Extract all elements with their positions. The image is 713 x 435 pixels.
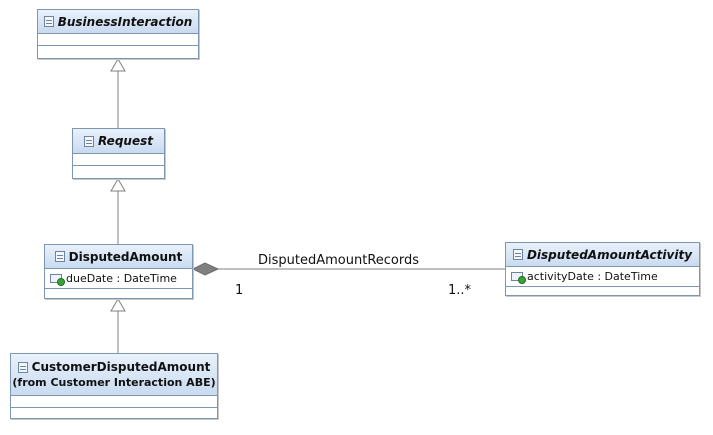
operations-compartment <box>45 289 192 298</box>
source-multiplicity-label[interactable]: 1 <box>235 283 244 298</box>
generalization-arrowhead <box>110 178 126 192</box>
class-header: DisputedAmount <box>45 245 192 269</box>
attribute-row[interactable]: dueDate : DateTime <box>45 270 192 287</box>
composition-diamond <box>191 262 220 276</box>
class-title-row: CustomerDisputedAmount <box>17 359 211 375</box>
class-icon <box>43 16 54 27</box>
target-multiplicity-label[interactable]: 1..* <box>448 283 472 298</box>
class-header: CustomerDisputedAmount (from Customer In… <box>11 354 217 396</box>
attributes-compartment <box>38 34 198 46</box>
attributes-compartment <box>73 154 164 166</box>
attributes-compartment <box>11 396 217 408</box>
attribute-text: activityDate : DateTime <box>527 270 658 283</box>
attribute-icon <box>511 272 526 284</box>
attributes-compartment: dueDate : DateTime <box>45 269 192 289</box>
class-disputedamountactivity[interactable]: DisputedAmountActivity activityDate : Da… <box>505 242 700 296</box>
class-name: DisputedAmountActivity <box>526 247 693 262</box>
attribute-icon <box>50 274 65 286</box>
class-header: DisputedAmountActivity <box>506 243 699 267</box>
class-header: Request <box>73 129 164 154</box>
operations-compartment <box>38 46 198 58</box>
class-disputedamount[interactable]: DisputedAmount dueDate : DateTime <box>44 244 193 299</box>
class-name: DisputedAmount <box>68 249 183 264</box>
class-header: BusinessInteraction <box>38 10 198 34</box>
class-icon <box>17 361 28 373</box>
association-name-label[interactable]: DisputedAmountRecords <box>258 253 420 268</box>
class-icon <box>512 249 523 260</box>
class-request[interactable]: Request <box>72 128 165 179</box>
operations-compartment <box>73 166 164 178</box>
generalization-arrowhead <box>110 298 126 312</box>
class-package-subtitle: (from Customer Interaction ABE) <box>12 375 216 389</box>
class-name: BusinessInteraction <box>57 14 193 29</box>
generalization-arrowhead <box>110 58 126 72</box>
class-icon <box>84 135 95 147</box>
attributes-compartment: activityDate : DateTime <box>506 267 699 287</box>
class-customerdisputedamount[interactable]: CustomerDisputedAmount (from Customer In… <box>10 353 218 419</box>
attribute-row[interactable]: activityDate : DateTime <box>506 268 699 285</box>
class-businessinteraction[interactable]: BusinessInteraction <box>37 9 199 59</box>
operations-compartment <box>11 408 217 418</box>
class-name: Request <box>98 134 153 148</box>
class-icon <box>54 251 65 262</box>
operations-compartment <box>506 287 699 295</box>
class-name: CustomerDisputedAmount <box>31 359 211 374</box>
attribute-text: dueDate : DateTime <box>66 272 177 285</box>
